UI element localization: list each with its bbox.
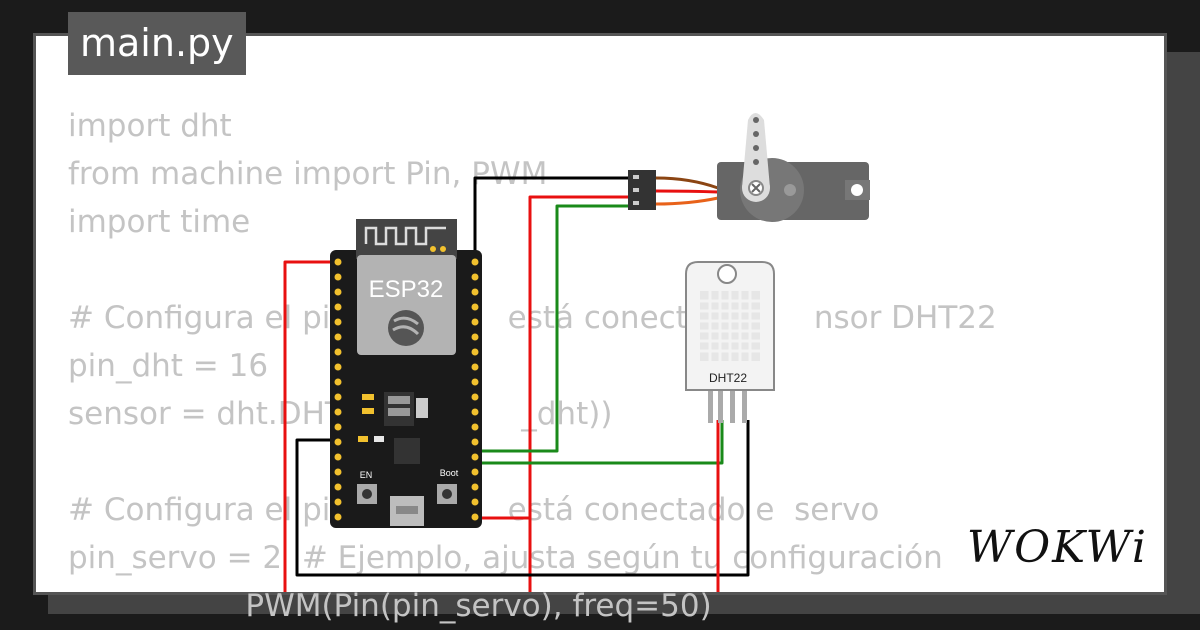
wire-servo-vcc (528, 195, 628, 592)
wire-servo-gnd (473, 176, 628, 258)
wire-servo-signal (477, 204, 628, 453)
esp32-label: ESP32 (369, 276, 444, 303)
dht22-sensor: DHT22 (685, 261, 775, 423)
file-tab-main-py[interactable]: main.py (68, 12, 246, 75)
dht22-label: DHT22 (709, 371, 747, 385)
code-line: PWM(Pin(pin_servo), freq=50) (68, 588, 712, 624)
servo-motor (628, 113, 870, 222)
code-line: sensor = dht.DHT _dht)) (68, 396, 613, 432)
wire-gnd-dht (295, 420, 750, 577)
esp32-board: ESP32 Boot EN (330, 219, 482, 528)
code-line: import time (68, 204, 251, 240)
code-line: pin_dht = 16 (68, 348, 269, 384)
wire-dht-data (477, 420, 724, 465)
code-line: from machine import Pin, PWM (68, 156, 548, 192)
wire-vcc-left (283, 260, 338, 592)
boot-label: Boot (440, 468, 459, 478)
simulation-card (33, 33, 1167, 595)
code-line: import dht (68, 108, 232, 144)
en-label: EN (360, 470, 373, 480)
wokwi-logo: WOKWi (966, 522, 1148, 573)
